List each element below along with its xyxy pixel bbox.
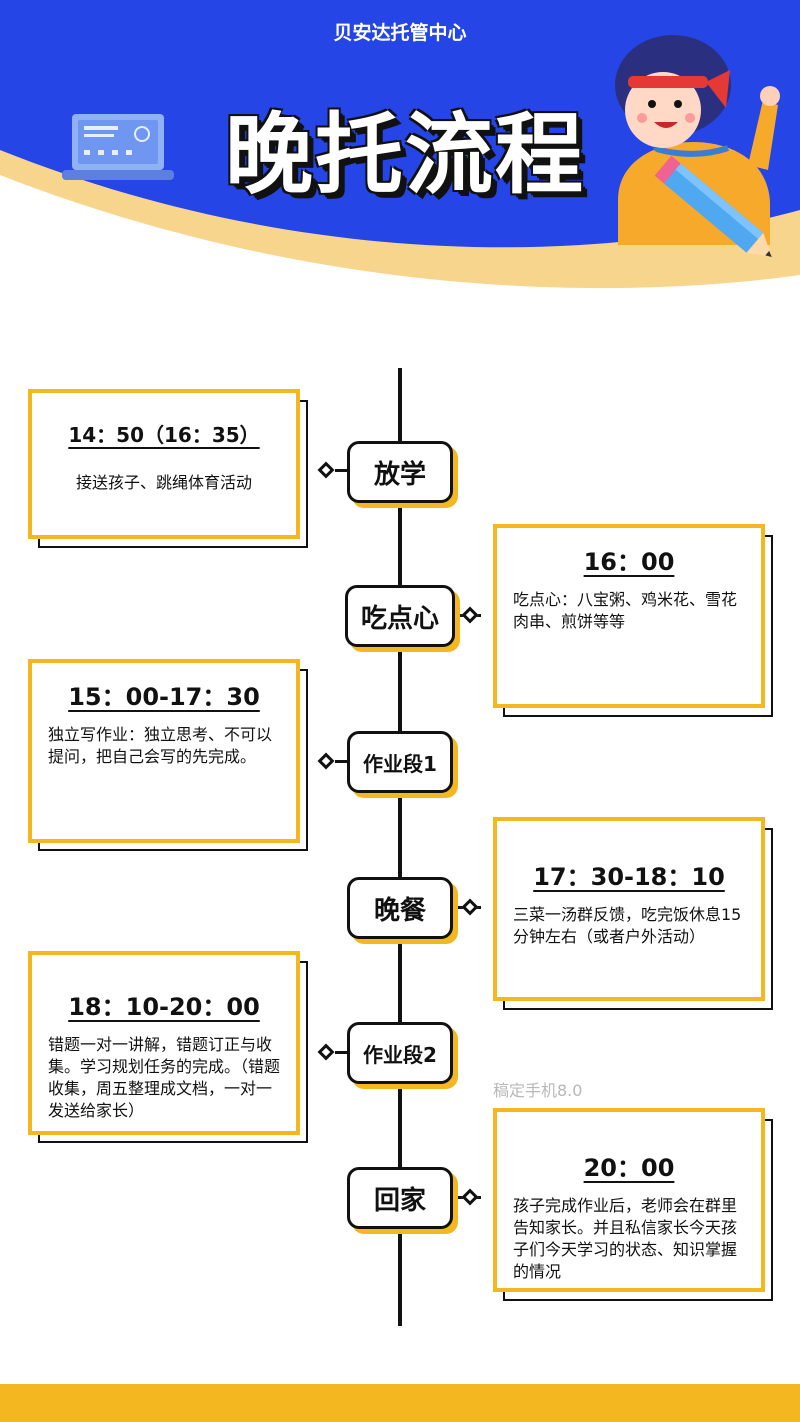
step-description: 独立写作业：独立思考、不可以提问，把自己会写的先完成。	[48, 725, 273, 766]
step-description: 吃点心：八宝粥、鸡米花、雪花肉串、煎饼等等	[513, 590, 738, 631]
step-description: 接送孩子、跳绳体育活动	[75, 473, 252, 492]
diamond-marker-icon	[461, 606, 479, 624]
diamond-marker-icon	[461, 898, 479, 916]
step-time: 17：30-18：10	[533, 863, 725, 891]
connector	[335, 760, 347, 763]
timeline-line	[398, 368, 402, 1326]
step-card-dismissal: 14：50（16：35） 接送孩子、跳绳体育活动	[28, 389, 300, 539]
step-card-dinner: 17：30-18：10 三菜一汤群反馈，吃完饭休息15分钟左右（或者户外活动）	[493, 817, 765, 1001]
diamond-marker-icon	[317, 1043, 335, 1061]
footer-bar	[0, 1384, 800, 1422]
node-homework-2: 作业段2	[347, 1022, 453, 1084]
step-description: 错题一对一讲解，错题订正与收集。学习规划任务的完成。（错题收集，周五整理成文档，…	[48, 1035, 281, 1120]
center-name: 贝安达托管中心	[333, 22, 467, 44]
connector	[335, 1051, 347, 1054]
diamond-marker-icon	[317, 752, 335, 770]
step-time: 15：00-17：30	[68, 683, 260, 711]
node-dismissal: 放学	[347, 441, 453, 503]
step-time: 14：50（16：35）	[68, 423, 260, 447]
node-home: 回家	[347, 1167, 453, 1229]
step-description: 三菜一汤群反馈，吃完饭休息15分钟左右（或者户外活动）	[513, 905, 742, 946]
step-time: 18：10-20：00	[68, 993, 260, 1021]
step-card-homework-2: 18：10-20：00 错题一对一讲解，错题订正与收集。学习规划任务的完成。（错…	[28, 951, 300, 1135]
step-description: 孩子完成作业后，老师会在群里告知家长。并且私信家长今天孩子们今天学习的状态、知识…	[513, 1196, 738, 1281]
step-card-snack: 16：00 吃点心：八宝粥、鸡米花、雪花肉串、煎饼等等	[493, 524, 765, 708]
step-time: 20：00	[583, 1154, 675, 1182]
page-title: 晚托流程	[224, 103, 585, 206]
step-time: 16：00	[583, 548, 675, 576]
watermark: 稿定手机8.0	[493, 1081, 583, 1100]
node-dinner: 晚餐	[347, 877, 453, 939]
diamond-marker-icon	[317, 461, 335, 479]
step-card-home: 20：00 孩子完成作业后，老师会在群里告知家长。并且私信家长今天孩子们今天学习…	[493, 1108, 765, 1292]
girl-mascot-illustration	[615, 35, 780, 257]
connector	[335, 469, 347, 472]
diamond-marker-icon	[461, 1188, 479, 1206]
header-background	[0, 0, 800, 289]
step-card-homework-1: 15：00-17：30 独立写作业：独立思考、不可以提问，把自己会写的先完成。	[28, 659, 300, 843]
laptop-icon	[62, 114, 174, 180]
node-snack: 吃点心	[345, 585, 455, 647]
node-homework-1: 作业段1	[347, 731, 453, 793]
